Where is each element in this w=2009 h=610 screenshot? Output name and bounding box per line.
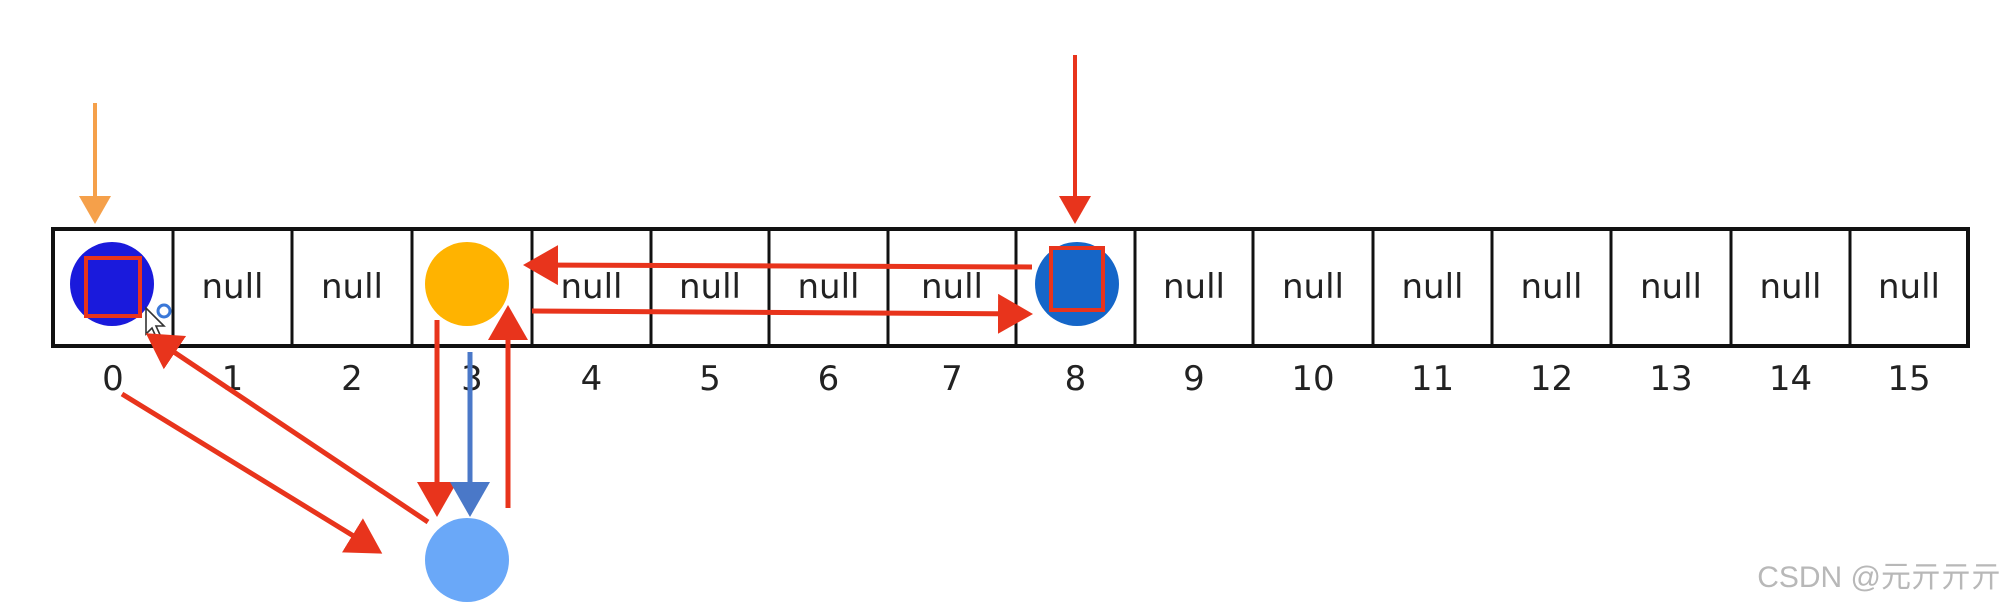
cell-null-label-10: null bbox=[1282, 267, 1344, 307]
cell-null-label-2: null bbox=[321, 267, 383, 307]
index-label-15: 15 bbox=[1887, 359, 1930, 399]
cell-null-label-9: null bbox=[1163, 267, 1225, 307]
index-label-6: 6 bbox=[818, 359, 840, 399]
index-label-12: 12 bbox=[1530, 359, 1573, 399]
index-label-0: 0 bbox=[102, 359, 124, 399]
node-below-bucket-3 bbox=[425, 518, 509, 602]
index-labels: 0123456789101112131415 bbox=[102, 359, 1930, 399]
array-grid bbox=[51, 227, 1970, 348]
index-label-13: 13 bbox=[1649, 359, 1692, 399]
node-bucket-8 bbox=[1035, 242, 1119, 326]
small-ring-icon bbox=[156, 303, 172, 319]
arrow-bucket-8-to-bucket-3 bbox=[523, 245, 1033, 286]
highlight-box-bucket-8 bbox=[1049, 246, 1105, 312]
cell-null-label-13: null bbox=[1640, 267, 1702, 307]
cell-null-label-11: null bbox=[1402, 267, 1464, 307]
cell-null-label-12: null bbox=[1521, 267, 1583, 307]
index-label-11: 11 bbox=[1411, 359, 1454, 399]
cell-null-label-4: null bbox=[561, 267, 623, 307]
array-outline bbox=[51, 227, 1970, 348]
index-label-5: 5 bbox=[699, 359, 721, 399]
cell-null-label-5: null bbox=[679, 267, 741, 307]
highlight-box-bucket-0 bbox=[84, 256, 142, 318]
index-label-10: 10 bbox=[1291, 359, 1334, 399]
arrow-node-to-bucket-0 bbox=[145, 333, 430, 525]
csdn-watermark: CSDN @元亓亓亓 bbox=[1757, 561, 2001, 594]
node-bucket-3 bbox=[425, 242, 509, 326]
arrow-index-0-to-node bbox=[120, 391, 383, 554]
index-label-2: 2 bbox=[341, 359, 363, 399]
cell-labels: null null null null null null null null null null… bbox=[202, 267, 1941, 307]
cell-null-label-7: null bbox=[921, 267, 983, 307]
mouse-cursor-icon bbox=[145, 306, 166, 341]
node-bucket-0 bbox=[70, 242, 154, 326]
cell-null-label-14: null bbox=[1760, 267, 1822, 307]
cell-null-label-1: null bbox=[202, 267, 264, 307]
index-label-8: 8 bbox=[1065, 359, 1087, 399]
index-label-14: 14 bbox=[1769, 359, 1812, 399]
index-label-9: 9 bbox=[1183, 359, 1205, 399]
cell-null-label-6: null bbox=[798, 267, 860, 307]
cell-null-label-15: null bbox=[1878, 267, 1940, 307]
index-label-7: 7 bbox=[941, 359, 963, 399]
arrow-bucket-3-to-bucket-8 bbox=[531, 293, 1033, 334]
index-label-4: 4 bbox=[581, 359, 603, 399]
